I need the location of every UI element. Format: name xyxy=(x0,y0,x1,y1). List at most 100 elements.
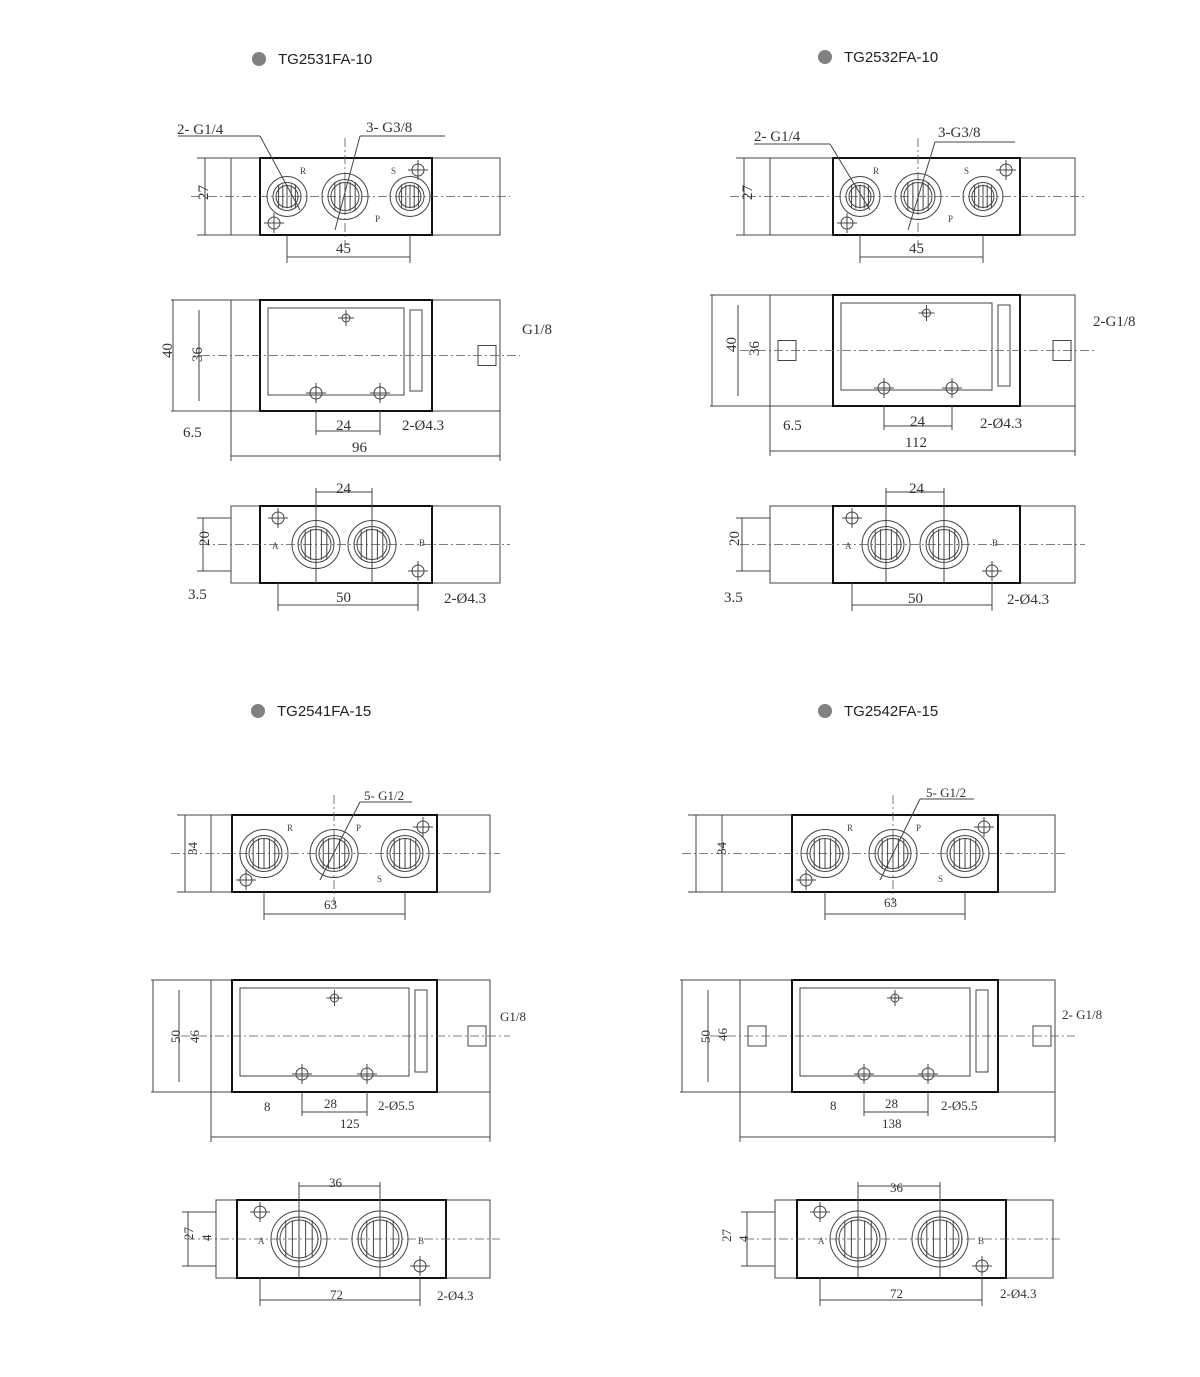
dim-height-outer: 40 xyxy=(724,337,740,352)
dim-hole-pitch: 24 xyxy=(336,418,352,434)
port-label-left: 2- G1/4 xyxy=(177,122,224,138)
inner-cavity xyxy=(239,987,410,1077)
pilot-port-fitting xyxy=(747,1025,767,1047)
port-ring xyxy=(380,829,430,878)
dim-length: 125 xyxy=(340,1116,360,1131)
dim-height: 27 xyxy=(196,185,212,201)
port-ring xyxy=(800,829,850,878)
port-label-left: 2- G1/4 xyxy=(754,129,801,145)
dim-pitch: 63 xyxy=(324,897,337,912)
pilot-port-fitting xyxy=(477,345,497,366)
port-mark: A xyxy=(258,1236,265,1246)
dim-height-inner: 36 xyxy=(190,347,206,363)
port-ring xyxy=(940,829,990,878)
port-mark: B xyxy=(419,538,425,548)
port-circle xyxy=(806,835,844,872)
holes-label: 2-Ø4.3 xyxy=(1000,1286,1036,1301)
port-label: 5- G1/2 xyxy=(926,785,966,800)
dim-height: 34 xyxy=(714,842,729,856)
port-mark: S xyxy=(938,874,943,884)
pilot-channel xyxy=(975,989,989,1073)
dim-offset: 4 xyxy=(199,1234,214,1241)
dim-hole-pitch: 72 xyxy=(890,1286,903,1301)
port-mark: S xyxy=(964,166,969,176)
dim-pitch: 36 xyxy=(890,1180,904,1195)
inner-cavity xyxy=(840,302,993,391)
port-label-right: 3-G3/8 xyxy=(938,125,981,141)
port-circle xyxy=(946,835,984,872)
dim-pitch: 45 xyxy=(909,241,924,257)
title-bullet-icon xyxy=(252,52,266,66)
port-mark: A xyxy=(845,541,852,551)
panel-tg2542fa-15: TG2542FA-15 5- G1/2 34 63 R P S 50 46 2-… xyxy=(698,703,1102,1301)
model-title: TG2541FA-15 xyxy=(277,703,371,720)
dimension-line xyxy=(319,801,361,881)
dim-height: 27 xyxy=(181,1227,196,1241)
holes-label: 2-Ø5.5 xyxy=(378,1098,414,1113)
pilot-channel xyxy=(997,304,1011,387)
port-mark: B xyxy=(418,1236,424,1246)
panel-tg2531fa-10: TG2531FA-10 2- G1/4 3- G3/8 27 45 R S P … xyxy=(160,51,552,607)
model-title: TG2542FA-15 xyxy=(844,703,938,720)
dim-length: 112 xyxy=(905,435,927,451)
dim-height: 20 xyxy=(727,531,743,546)
holes-label: 2-Ø4.3 xyxy=(402,418,444,434)
port-mark: S xyxy=(391,166,396,176)
port-mark: R xyxy=(873,166,879,176)
holes-label: 2-Ø4.3 xyxy=(1007,592,1049,608)
inner-cavity xyxy=(799,987,971,1077)
port-circle xyxy=(386,835,424,872)
dim-offset: 8 xyxy=(264,1099,271,1114)
dim-offset: 8 xyxy=(830,1098,837,1113)
dim-height-inner: 36 xyxy=(747,341,763,357)
pilot-port-label: 2-G1/8 xyxy=(1093,314,1136,330)
title-bullet-icon xyxy=(818,50,832,64)
port-mark: B xyxy=(978,1236,984,1246)
inner-cavity xyxy=(267,307,405,396)
dimension-line xyxy=(259,135,301,211)
dim-pitch: 24 xyxy=(909,481,925,497)
port-ring xyxy=(962,176,1004,217)
pilot-port-label: G1/8 xyxy=(522,322,552,338)
pilot-channel xyxy=(409,309,423,392)
holes-label: 2-Ø4.3 xyxy=(980,416,1022,432)
dim-pitch: 45 xyxy=(336,241,351,257)
port-label: 5- G1/2 xyxy=(364,788,404,803)
model-title: TG2532FA-10 xyxy=(844,49,938,66)
dim-hole-pitch: 50 xyxy=(908,591,923,607)
dim-pitch: 63 xyxy=(884,895,897,910)
holes-label: 2-Ø4.3 xyxy=(444,591,486,607)
port-mark: B xyxy=(992,538,998,548)
pilot-port-fitting xyxy=(1032,1025,1052,1047)
dim-hole-pitch: 24 xyxy=(910,414,926,430)
title-bullet-icon xyxy=(818,704,832,718)
port-ring xyxy=(839,176,881,217)
port-mark: P xyxy=(356,823,361,833)
dim-hole-pitch: 50 xyxy=(336,590,351,606)
port-mark: R xyxy=(847,823,853,833)
port-mark: P xyxy=(375,214,380,224)
dim-hole-pitch: 72 xyxy=(330,1287,343,1302)
dim-hole-pitch: 28 xyxy=(885,1096,898,1111)
dim-height: 27 xyxy=(740,185,756,201)
dim-length: 96 xyxy=(352,440,368,456)
port-mark: A xyxy=(272,541,279,551)
dimension-line xyxy=(879,798,921,881)
dimension-line xyxy=(334,135,361,231)
port-mark: R xyxy=(287,823,293,833)
pilot-port-fitting xyxy=(1052,340,1072,361)
dim-height: 27 xyxy=(719,1229,734,1243)
panel-tg2532fa-10: TG2532FA-10 2- G1/4 3-G3/8 27 45 R S P 4… xyxy=(724,49,1136,608)
port-mark: A xyxy=(818,1236,825,1246)
dim-height-outer: 50 xyxy=(698,1030,713,1043)
dim-offset: 4 xyxy=(736,1235,751,1242)
panel-tg2541fa-15: TG2541FA-15 5- G1/2 34 63 R P S 50 46 G1… xyxy=(168,703,526,1303)
pilot-channel xyxy=(414,989,428,1073)
title-bullet-icon xyxy=(251,704,265,718)
drawing-geometry xyxy=(151,135,1095,1306)
port-mark: P xyxy=(916,823,921,833)
model-title: TG2531FA-10 xyxy=(278,51,372,68)
port-ring xyxy=(239,829,289,878)
holes-label: 2-Ø5.5 xyxy=(941,1098,977,1113)
pilot-port-fitting xyxy=(467,1025,487,1047)
